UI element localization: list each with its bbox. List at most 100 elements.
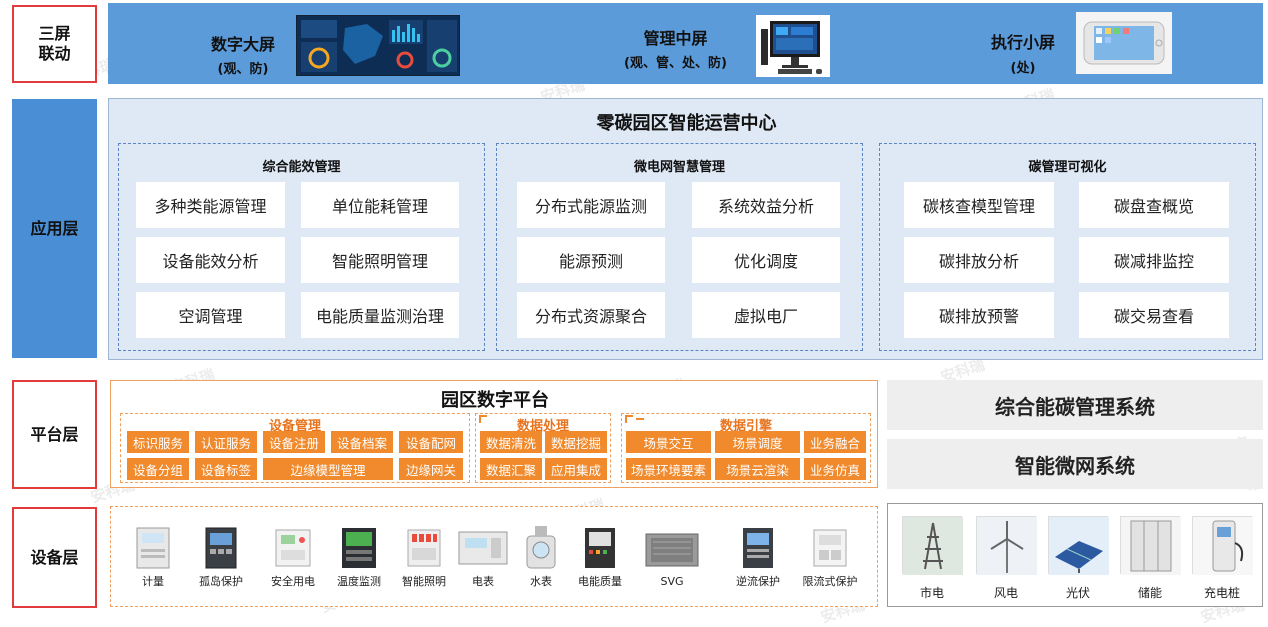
screens-band: 数字大屏 (观、防) 管理中屏 (观、管、处、防) — [108, 3, 1263, 84]
platform-panel: 园区数字平台 设备管理 标识服务 认证服务 设备注册 设备档案 设备配网 设备分… — [110, 380, 878, 488]
platform-chip[interactable]: 设备标签 — [195, 458, 257, 480]
screen-small-title: 执行小屏 — [990, 33, 1055, 52]
module-tile[interactable]: 能源预测 — [517, 237, 665, 283]
platform-chip[interactable]: 场景云渲染 — [715, 458, 800, 480]
device-label: 逆流保护 — [736, 575, 780, 588]
platform-chip[interactable]: 数据清洗 — [480, 431, 542, 453]
source-label: 储能 — [1137, 586, 1162, 600]
group-title: 微电网智慧管理 — [633, 160, 725, 175]
corner-mark — [479, 415, 487, 423]
screen-small: 执行小屏 (处) — [978, 29, 1068, 76]
module-tile[interactable]: 单位能耗管理 — [301, 182, 459, 228]
layer-label-device: 设备层 — [12, 507, 97, 608]
device-label: 计量 — [142, 575, 164, 588]
corner-mark — [625, 415, 633, 423]
module-tile[interactable]: 碳交易查看 — [1079, 292, 1229, 338]
device-label: 智能照明 — [402, 575, 446, 588]
module-tile[interactable]: 多种类能源管理 — [136, 182, 285, 228]
device-label: 孤岛保护 — [199, 575, 243, 588]
source-label: 市电 — [919, 586, 944, 600]
screen-big-sub: (观、防) — [217, 62, 269, 77]
data-engine-box: 数据引擎 场景交互 场景调度 业务融合 场景环境要素 场景云渲染 业务仿真 — [621, 413, 871, 483]
wind-turbine-icon — [976, 516, 1037, 575]
module-tile[interactable]: 碳核查模型管理 — [904, 182, 1054, 228]
layer-label-linkage: 三屏 联动 — [12, 5, 97, 83]
storage-cabinet-icon — [1120, 516, 1181, 575]
meter-device-icon — [131, 524, 175, 572]
module-tile[interactable]: 智能照明管理 — [301, 237, 459, 283]
group-microgrid: 微电网智慧管理 分布式能源监测 系统效益分析 能源预测 优化调度 分布式资源聚合… — [496, 143, 863, 351]
source-label: 充电桩 — [1203, 586, 1240, 600]
device-label: 安全用电 — [271, 575, 315, 588]
device-label: 温度监测 — [337, 575, 381, 588]
platform-chip[interactable]: 数据汇聚 — [480, 458, 542, 480]
platform-chip[interactable]: 边缘网关 — [399, 458, 463, 480]
platform-chip[interactable]: 场景调度 — [715, 431, 800, 453]
device-mgmt-box: 设备管理 标识服务 认证服务 设备注册 设备档案 设备配网 设备分组 设备标签 … — [120, 413, 470, 483]
group-title: 综合能效管理 — [262, 160, 341, 175]
module-tile[interactable]: 分布式资源聚合 — [517, 292, 665, 338]
platform-chip[interactable]: 设备注册 — [263, 431, 325, 453]
screen-big-title: 数字大屏 — [210, 35, 275, 54]
platform-chip[interactable]: 场景环境要素 — [626, 458, 711, 480]
layer-label-app: 应用层 — [12, 99, 97, 358]
source-label: 风电 — [993, 586, 1018, 600]
group-carbon: 碳管理可视化 碳核查模型管理 碳盘查概览 碳排放分析 碳减排监控 碳排放预警 碳… — [879, 143, 1256, 351]
platform-chip[interactable]: 业务融合 — [804, 431, 866, 453]
island-protection-icon — [199, 524, 243, 572]
platform-chip[interactable]: 场景交互 — [626, 431, 711, 453]
system-carbon-energy[interactable]: 综合能碳管理系统 — [887, 380, 1263, 430]
app-panel: 零碳园区智能运营中心 综合能效管理 多种类能源管理 单位能耗管理 设备能效分析 … — [108, 98, 1263, 360]
dashboard-image — [296, 15, 460, 76]
platform-chip[interactable]: 设备档案 — [331, 431, 393, 453]
platform-chip[interactable]: 业务仿真 — [804, 458, 866, 480]
module-tile[interactable]: 碳排放分析 — [904, 237, 1054, 283]
system-microgrid[interactable]: 智能微网系统 — [887, 439, 1263, 489]
module-tile[interactable]: 优化调度 — [692, 237, 840, 283]
module-tile[interactable]: 碳减排监控 — [1079, 237, 1229, 283]
platform-chip[interactable]: 认证服务 — [195, 431, 257, 453]
layer-label-platform: 平台层 — [12, 380, 97, 489]
platform-chip[interactable]: 边缘模型管理 — [263, 458, 393, 480]
current-limit-protection-icon — [808, 524, 852, 572]
electric-meter-icon — [457, 528, 509, 568]
platform-title: 园区数字平台 — [441, 390, 549, 411]
source-label: 光伏 — [1065, 586, 1090, 600]
water-meter-icon — [521, 522, 561, 572]
device-label: 电能质量 — [578, 575, 622, 588]
module-tile[interactable]: 设备能效分析 — [136, 237, 285, 283]
platform-chip[interactable]: 标识服务 — [127, 431, 189, 453]
power-quality-icon — [578, 524, 622, 572]
module-tile[interactable]: 电能质量监测治理 — [301, 292, 459, 338]
module-tile[interactable]: 空调管理 — [136, 292, 285, 338]
device-label: 限流式保护 — [802, 575, 858, 588]
monitor-image — [756, 15, 830, 77]
screen-mid: 管理中屏 (观、管、处、防) — [603, 25, 748, 71]
grid-tower-icon — [902, 516, 963, 575]
device-panel: 计量 孤岛保护 安全用电 温度监测 智能照明 电表 水表 电能质量 SVG 逆流… — [110, 506, 878, 607]
data-proc-title: 数据处理 — [516, 419, 569, 434]
module-tile[interactable]: 碳排放预警 — [904, 292, 1054, 338]
group-energy-efficiency: 综合能效管理 多种类能源管理 单位能耗管理 设备能效分析 智能照明管理 空调管理… — [118, 143, 485, 351]
temperature-monitor-icon — [337, 524, 381, 572]
platform-chip[interactable]: 设备分组 — [127, 458, 189, 480]
platform-chip[interactable]: 应用集成 — [545, 458, 607, 480]
platform-chip[interactable]: 设备配网 — [399, 431, 463, 453]
phone-image — [1076, 12, 1172, 74]
module-tile[interactable]: 虚拟电厂 — [692, 292, 840, 338]
module-tile[interactable]: 系统效益分析 — [692, 182, 840, 228]
screen-mid-sub: (观、管、处、防) — [624, 56, 727, 71]
platform-chip[interactable]: 数据挖掘 — [545, 431, 607, 453]
screen-big: 数字大屏 (观、防) — [188, 31, 298, 77]
solar-panel-icon — [1048, 516, 1109, 575]
screen-mid-title: 管理中屏 — [643, 29, 708, 48]
module-tile[interactable]: 碳盘查概览 — [1079, 182, 1229, 228]
device-label: SVG — [660, 575, 684, 588]
data-proc-box: 数据处理 数据清洗 数据挖掘 数据汇聚 应用集成 — [475, 413, 611, 483]
screen-small-sub: (处) — [1010, 61, 1036, 76]
reverse-protection-icon — [736, 524, 780, 572]
module-tile[interactable]: 分布式能源监测 — [517, 182, 665, 228]
device-mgmt-title: 设备管理 — [268, 419, 321, 434]
data-engine-title: 数据引擎 — [719, 419, 772, 434]
energy-source-panel: 市电 风电 光伏 储能 充电桩 — [887, 503, 1263, 607]
